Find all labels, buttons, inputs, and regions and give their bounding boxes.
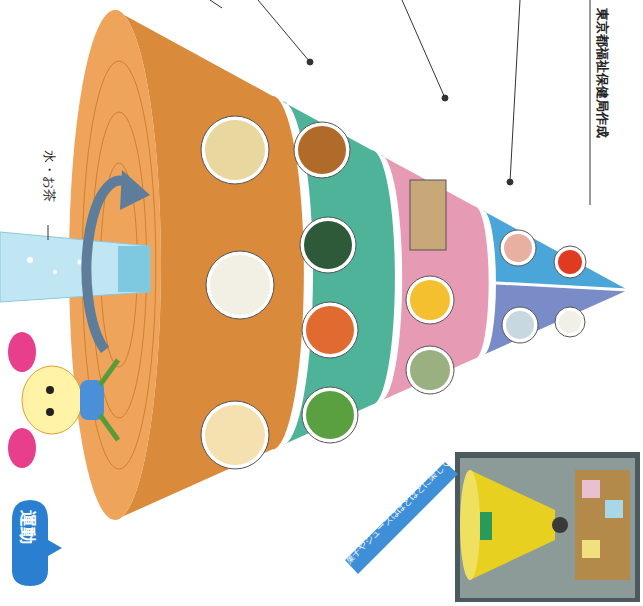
milk-cup [506, 311, 534, 339]
mascot-character [8, 332, 118, 468]
leader-line [402, 0, 445, 98]
mascot-leg [100, 415, 118, 440]
seaweed-plate [304, 221, 352, 269]
soup-plate [298, 126, 346, 174]
leader-line [590, 0, 591, 205]
tomato-plate [558, 250, 582, 274]
bubble [53, 270, 57, 274]
plate-rim [300, 217, 356, 273]
leader-lines [210, 0, 590, 205]
plate-rim [201, 401, 269, 469]
plate-rim [406, 276, 454, 324]
label-tick [48, 225, 49, 240]
plate-rim [302, 302, 358, 358]
photo-board [575, 470, 630, 580]
mascot-ear [8, 428, 36, 468]
mascot-head [22, 366, 82, 434]
photo-frame [455, 452, 640, 602]
leader-line [210, 0, 222, 8]
bread-plate [205, 405, 265, 465]
photo-inset [455, 452, 640, 602]
photo-background [460, 458, 635, 598]
plate-rim [554, 246, 586, 278]
carrot-plate [306, 306, 354, 354]
plate-rim [500, 230, 536, 266]
rice-plate [210, 255, 270, 315]
mascot-ear [8, 332, 36, 372]
water-tea-label: 水・お茶 [40, 150, 58, 202]
photo-card [582, 480, 600, 498]
mascot-body [80, 380, 104, 420]
dairy-band [483, 283, 628, 355]
bubble [27, 257, 33, 263]
leader-dot [307, 59, 313, 65]
fruit-plate [504, 234, 532, 262]
mascot-eye [46, 408, 54, 416]
leader-dot [507, 179, 513, 185]
plate-rim [502, 307, 538, 343]
photo-card [582, 540, 600, 558]
cup-body [0, 232, 150, 302]
mascot-eye [46, 386, 54, 394]
food-bands [69, 10, 628, 520]
main-dish-band [380, 155, 489, 402]
plate-rim [201, 116, 269, 184]
photo-top-model [470, 470, 555, 580]
fish-dish [410, 180, 446, 250]
plate-rim [206, 251, 274, 319]
plate-rim [406, 346, 454, 394]
speech-bubble [12, 500, 62, 586]
salad-plate [306, 391, 354, 439]
note-ribbon [345, 462, 458, 574]
leader-dot [442, 95, 448, 101]
plate-rim [555, 307, 585, 337]
plate-rim [302, 387, 358, 443]
photo-card [605, 500, 623, 518]
cup-water [118, 246, 150, 292]
band-divider [496, 283, 628, 290]
sweets-note: お菓子やジュースはほどほどに楽しく [336, 456, 453, 573]
water-cup [0, 232, 150, 302]
plate-rim [294, 122, 350, 178]
source-credit: 東京都福祉保健局作成 [593, 8, 611, 138]
side-dish-band [282, 101, 395, 445]
yogurt-cup [559, 311, 581, 333]
arrow-head [120, 170, 150, 210]
exercise-label: 運動 [16, 510, 39, 544]
fruit-band [483, 211, 628, 290]
leader-line [510, 0, 520, 182]
tofu-plate [410, 350, 450, 390]
photo-cup-model [480, 512, 492, 540]
photo-top-face [460, 470, 480, 580]
egg-plate [410, 280, 450, 320]
leader-line [258, 0, 310, 62]
photo-stand [552, 517, 568, 533]
noodle-plate [205, 120, 265, 180]
mascot-leg [100, 360, 118, 385]
